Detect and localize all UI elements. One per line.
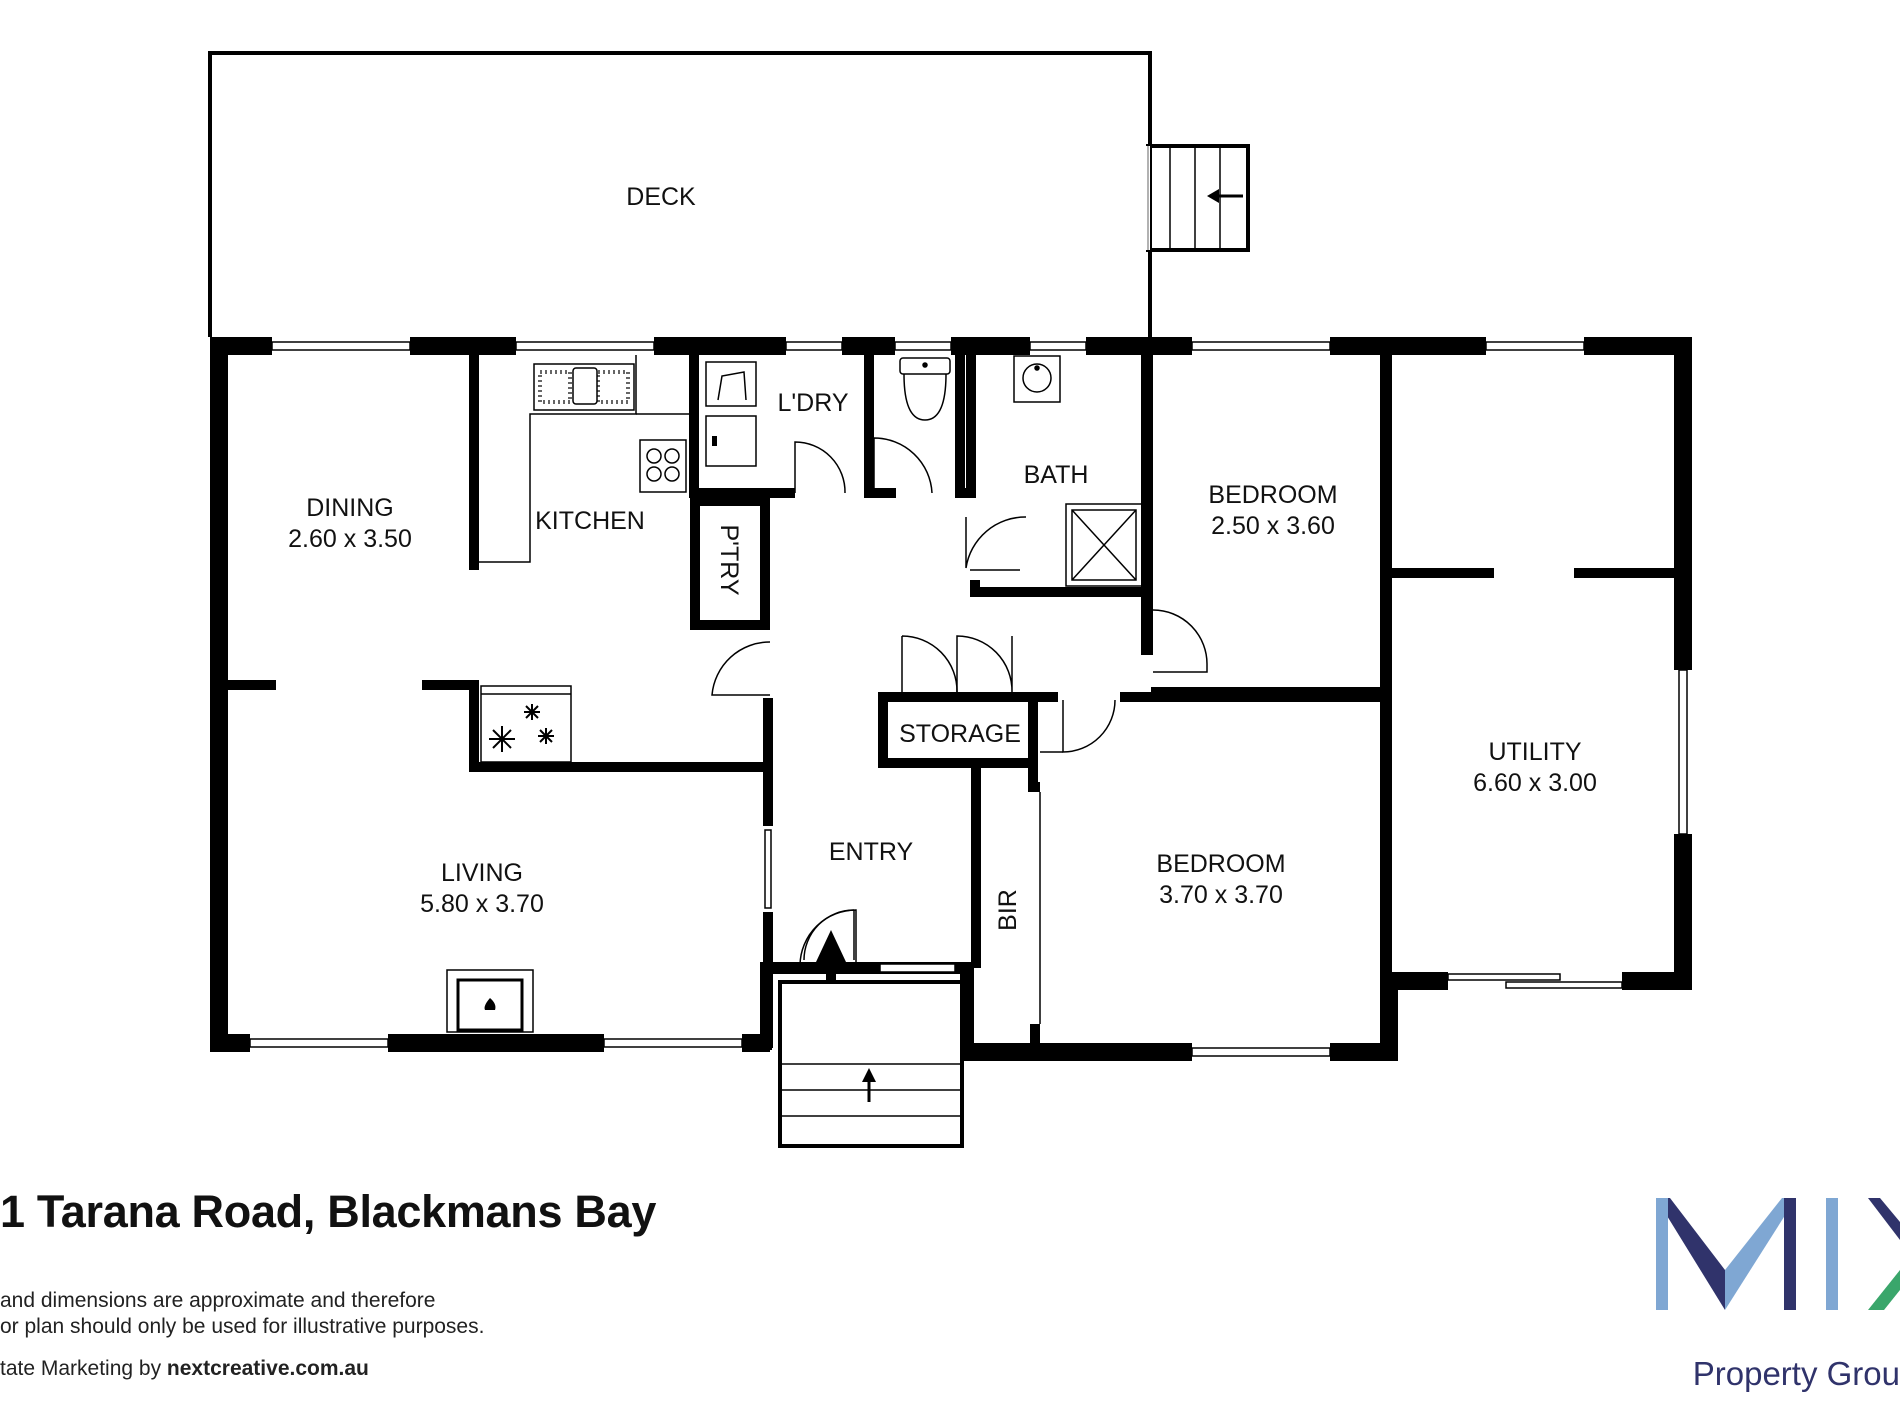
- sink-icon: [533, 363, 635, 411]
- entry-arrow-icon: [816, 930, 846, 982]
- toilet-icon: [899, 357, 951, 421]
- bedroom1-label: BEDROOM: [1208, 481, 1337, 509]
- credit-line: tate Marketing by nextcreative.com.au: [0, 1356, 369, 1382]
- pantry-walls: [690, 620, 770, 630]
- stairs-arrow-icon: [1207, 189, 1243, 203]
- utility-dimensions: 6.60 x 3.00: [1473, 769, 1597, 797]
- stairs-arrow-icon: [862, 1068, 876, 1102]
- disclaimer-line-1: and dimensions are approximate and there…: [0, 1289, 436, 1312]
- storage-label: STORAGE: [899, 720, 1021, 748]
- living-side-window: [764, 829, 772, 909]
- fridge-freezer-icon: [480, 685, 572, 763]
- entry-door-swing: [799, 909, 857, 966]
- deck-outline: [208, 51, 1250, 337]
- door-swings: [711, 437, 1208, 961]
- fireplace-icon: [446, 969, 534, 1033]
- disclaimer-line-2: or plan should only be used for illustra…: [0, 1315, 485, 1338]
- bedroom2-label: BEDROOM: [1156, 850, 1285, 878]
- dining-dimensions: 2.60 x 3.50: [288, 525, 412, 553]
- logo-tagline: Property Grou: [1692, 1355, 1900, 1392]
- pantry-label: P'TRY: [715, 525, 743, 596]
- interior-walls: [228, 355, 1674, 1048]
- basin-icon: [1013, 355, 1061, 403]
- bir-label: BIR: [994, 889, 1022, 931]
- cooktop-icon: [639, 439, 687, 493]
- shower-icon: [1065, 503, 1143, 587]
- kitchen-label: KITCHEN: [535, 507, 645, 535]
- living-label: LIVING: [441, 859, 523, 887]
- bath-label: BATH: [1024, 461, 1089, 489]
- entry-label: ENTRY: [829, 838, 914, 866]
- entry-side-window: [879, 963, 956, 973]
- credit-prefix: tate Marketing by: [0, 1357, 167, 1380]
- washing-machine-icon: [705, 361, 757, 407]
- entry-steps: [778, 980, 964, 1148]
- windows: [249, 337, 1692, 1061]
- bedroom1-dimensions: 2.50 x 3.60: [1211, 512, 1335, 540]
- kitchen-bench: [479, 355, 690, 563]
- deck-label: DECK: [626, 183, 696, 211]
- laundry-tub-icon: [705, 415, 757, 467]
- utility-label: UTILITY: [1488, 738, 1581, 766]
- living-dimensions: 5.80 x 3.70: [420, 890, 544, 918]
- deck-stairs: [1146, 146, 1221, 250]
- laundry-label: L'DRY: [777, 389, 848, 417]
- bedroom2-dimensions: 3.70 x 3.70: [1159, 881, 1283, 909]
- mix-logo: [1656, 1198, 1900, 1310]
- dining-label: DINING: [306, 494, 394, 522]
- credit-site-link[interactable]: nextcreative.com.au: [166, 1357, 369, 1380]
- property-address: 1 Tarana Road, Blackmans Bay: [0, 1186, 657, 1237]
